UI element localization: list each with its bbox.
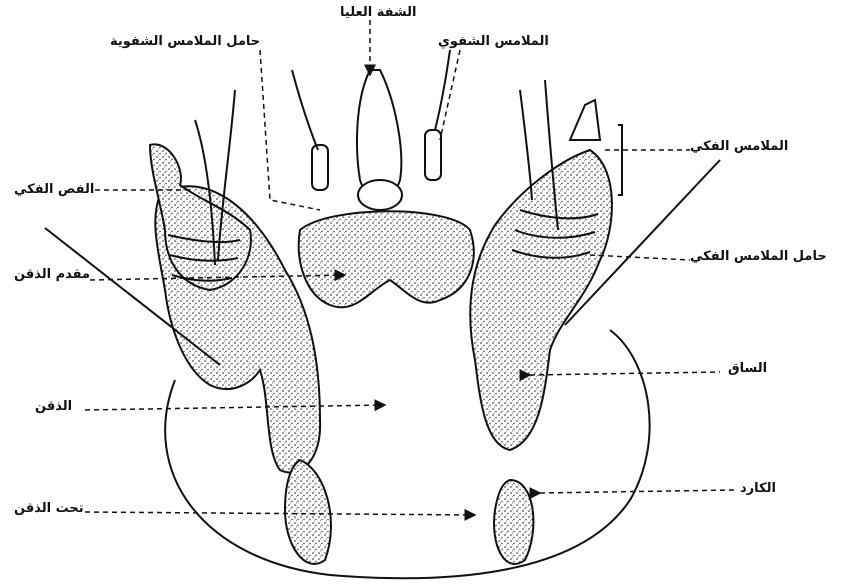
label-cardo: الكارد [740, 482, 776, 495]
label-maxillary-palp: الملامس الفكي [690, 140, 788, 153]
label-stipes: الساق [728, 362, 767, 375]
labrum-shape [357, 70, 401, 195]
label-mentum-front: مقدم الذقن [14, 268, 90, 281]
left-cardo [285, 460, 331, 564]
labrum-base [358, 180, 402, 210]
right-labial-palp [425, 130, 441, 180]
label-submentum: تحت الذقن [14, 502, 84, 515]
label-palpifer: حامل الملامس الفكي [690, 250, 827, 263]
right-maxilla [470, 150, 612, 450]
label-labial-palp: الملامس الشفوي [438, 35, 549, 48]
right-cardo [494, 480, 533, 564]
right-palp-tip [570, 100, 600, 140]
left-labial-palp [312, 145, 328, 190]
label-labrum: الشفة العليا [340, 6, 417, 19]
bracket [618, 125, 622, 195]
label-labial-palp-bearer: حامل الملامس الشفوية [110, 35, 260, 48]
labium-plate [299, 211, 474, 307]
label-mentum: الذقن [35, 400, 72, 413]
label-maxillary-lobe: الفص الفكي [14, 183, 94, 196]
